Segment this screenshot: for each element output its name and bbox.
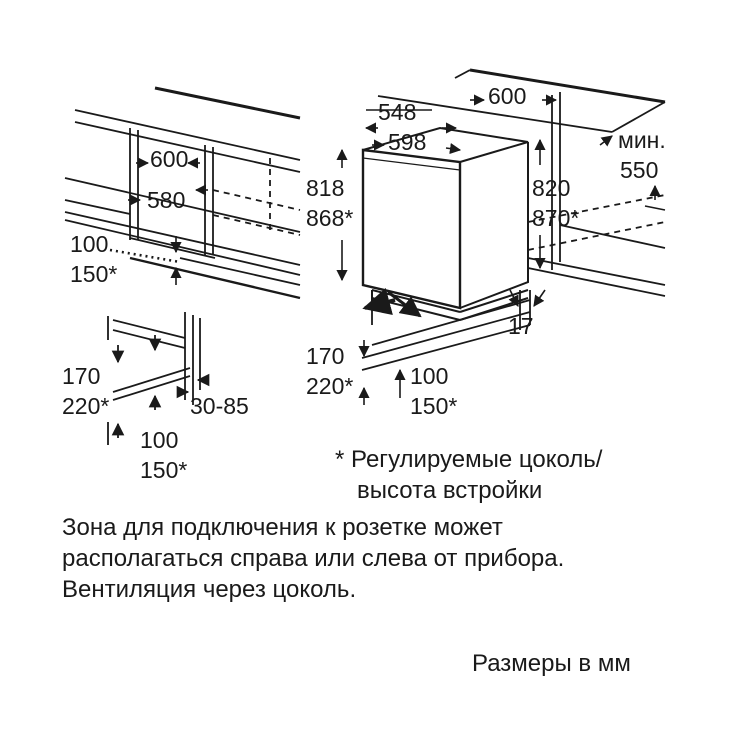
width-598-label: 598 bbox=[388, 129, 426, 155]
niche-outline bbox=[361, 68, 666, 371]
depth-548-label: 548 bbox=[378, 99, 416, 125]
appliance-height-label: 818 bbox=[306, 175, 344, 201]
left-plinth-height-adjustable-label: 220* bbox=[62, 393, 109, 419]
footnote: * Регулируемые цоколь/ высота встройки bbox=[335, 444, 602, 506]
niche-height-label: 820 bbox=[532, 175, 570, 201]
info-line-2: располагаться справа или слева от прибор… bbox=[62, 545, 565, 572]
left-bottom-depth-label: 100 bbox=[140, 427, 178, 453]
right-plinth-depth-adjustable-label: 150* bbox=[410, 393, 457, 419]
appliance-box bbox=[361, 126, 529, 321]
left-width-600-label: 600 bbox=[150, 146, 188, 172]
left-plinth-height-label: 170 bbox=[62, 363, 100, 389]
right-plinth-depth-label: 100 bbox=[410, 363, 448, 389]
appliance-height-adjustable-label: 868* bbox=[306, 205, 353, 231]
left-plinth-section bbox=[107, 312, 210, 445]
info-line-3: Вентиляция через цоколь. bbox=[62, 576, 357, 603]
left-bottom-depth-adjustable-label: 150* bbox=[140, 457, 187, 483]
right-dimension-lines bbox=[336, 94, 666, 405]
min-depth-550-label: 550 bbox=[620, 157, 658, 183]
footnote-line-1: * Регулируемые цоколь/ bbox=[335, 446, 603, 473]
niche-height-adjustable-label: 870* bbox=[532, 205, 579, 231]
left-plinth-depth-label: 100 bbox=[70, 231, 108, 257]
units-note: Размеры в мм bbox=[472, 650, 631, 677]
left-side-gap-label: 30-85 bbox=[190, 393, 249, 419]
info-text: Зона для подключения к розетке может рас… bbox=[62, 512, 564, 605]
right-plinth-height-label: 170 bbox=[306, 343, 344, 369]
min-label: мин. bbox=[618, 127, 666, 153]
left-plinth-depth-adjustable-label: 150* bbox=[70, 261, 117, 287]
left-dimension-lines bbox=[128, 157, 208, 285]
offset-17-label: 17 bbox=[508, 313, 534, 339]
right-plinth-height-adjustable-label: 220* bbox=[306, 373, 353, 399]
footnote-line-2: высота встройки bbox=[357, 477, 543, 504]
left-width-580-label: 580 bbox=[147, 187, 185, 213]
info-line-1: Зона для подключения к розетке может bbox=[62, 514, 503, 541]
width-600-label: 600 bbox=[488, 83, 526, 109]
